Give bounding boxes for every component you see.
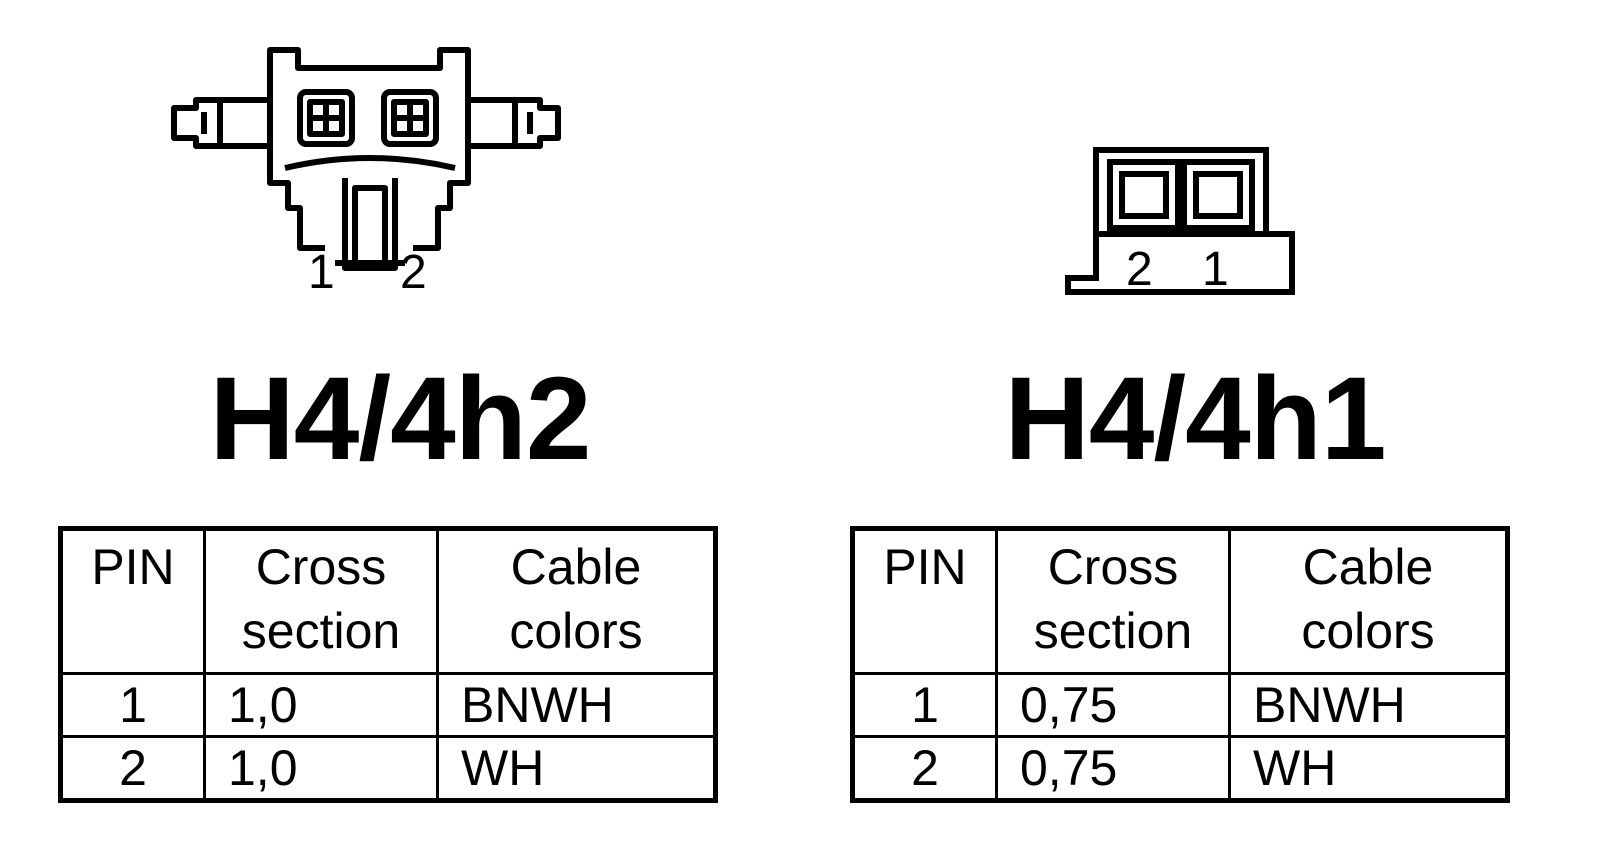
header-cross-section: Cross section — [995, 527, 1231, 675]
cell-pin: 2 — [851, 735, 998, 802]
table-header-row: PIN Cross section Cable colors — [851, 527, 1509, 675]
pin-label-1: 1 — [308, 246, 335, 299]
cell-cable-color: WH — [436, 735, 717, 802]
connector-title-left: H4/4h2 — [209, 353, 592, 485]
connector-h4-4h2-svg: 1 2 — [171, 47, 561, 299]
cell-pin: 1 — [59, 672, 206, 738]
pin-label-2: 2 — [1126, 243, 1153, 296]
table-row: 1 1,0 BNWH — [59, 672, 717, 738]
table-row: 2 0,75 WH — [851, 735, 1509, 802]
cell-pin: 2 — [59, 735, 206, 802]
table-header-row: PIN Cross section Cable colors — [59, 527, 717, 675]
cell-cross-section: 1,0 — [203, 672, 439, 738]
connector-drawing-h4-4h2: 1 2 — [160, 38, 580, 308]
connector-h4-4h1-svg: 2 1 — [1065, 147, 1295, 296]
cell-cable-color: WH — [1228, 735, 1509, 802]
cell-cable-color: BNWH — [1228, 672, 1509, 738]
connector-drawing-h4-4h1: 2 1 — [1060, 140, 1310, 305]
cell-cross-section: 0,75 — [995, 735, 1231, 802]
connector-title-right: H4/4h1 — [1004, 353, 1387, 485]
header-cable-colors: Cable colors — [1228, 527, 1509, 675]
header-pin: PIN — [851, 527, 998, 675]
table-row: 1 0,75 BNWH — [851, 672, 1509, 738]
header-cable-colors: Cable colors — [436, 527, 717, 675]
pin-label-1: 1 — [1202, 243, 1229, 296]
pin-table-left: PIN Cross section Cable colors 1 1,0 BNW… — [58, 526, 718, 803]
cell-pin: 1 — [851, 672, 998, 738]
pin-table-right: PIN Cross section Cable colors 1 0,75 BN… — [850, 526, 1510, 803]
table-row: 2 1,0 WH — [59, 735, 717, 802]
header-pin: PIN — [59, 527, 206, 675]
cell-cable-color: BNWH — [436, 672, 717, 738]
header-cross-section: Cross section — [203, 527, 439, 675]
cell-cross-section: 0,75 — [995, 672, 1231, 738]
pin-label-2: 2 — [400, 246, 427, 299]
cell-cross-section: 1,0 — [203, 735, 439, 802]
